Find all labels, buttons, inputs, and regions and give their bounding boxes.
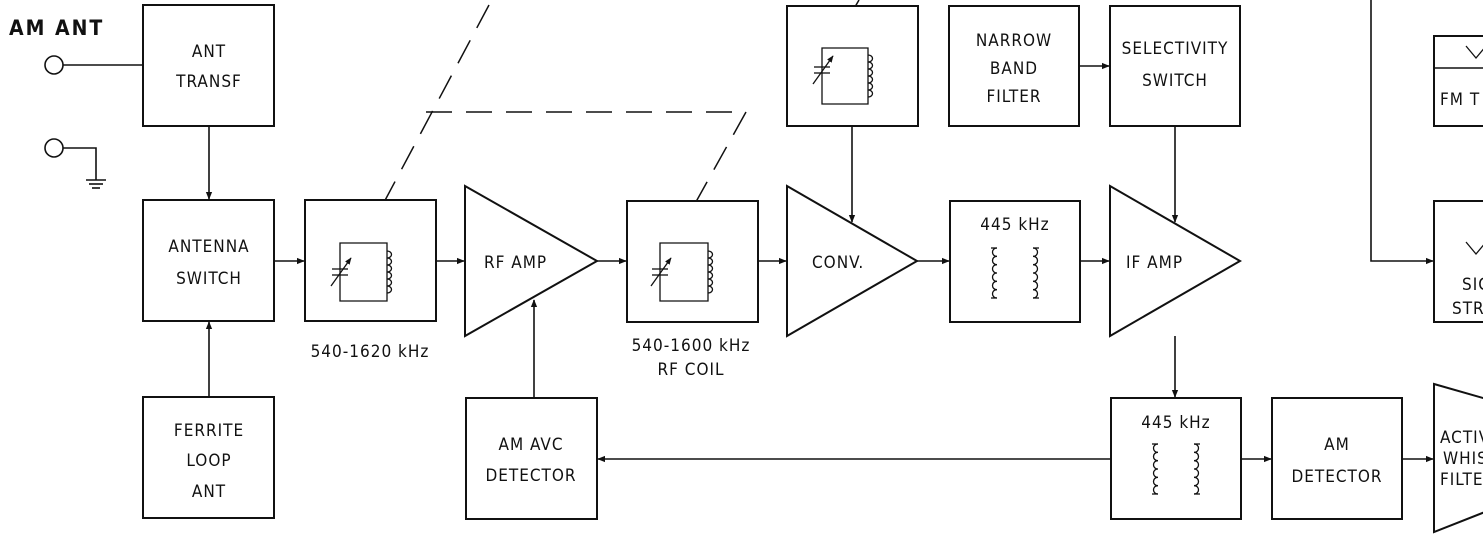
inductor-coil-icon [386,250,393,294]
rf-amp-triangle: RF AMP [464,184,600,338]
svg-text:DETECTOR: DETECTOR [1291,467,1382,487]
if-filter-upper-block: 445 kHz [949,200,1081,323]
if-filter-lower-block: 445 kHz [1110,397,1242,520]
variable-capacitor-icon [650,257,672,287]
svg-text:BAND: BAND [990,59,1038,79]
tuned-circuit-components [330,54,1200,495]
antenna-switch-block: ANTENNA SWITCH [142,199,275,322]
ant-tuning-range-label: 540-1620 kHz [311,342,430,362]
rf-coil-tuned-circuit-block [626,200,759,323]
am-detector-block: AM DETECTOR [1271,397,1403,520]
svg-text:445 kHz: 445 kHz [980,215,1049,235]
antenna-terminal-icon [44,55,64,75]
am-avc-detector-block: AM AVC DETECTOR [465,397,598,520]
svg-text:SWITCH: SWITCH [176,269,242,289]
if-amp-triangle: IF AMP [1109,184,1243,338]
rf-coil-label: RF COIL [657,360,724,380]
ferrite-loop-ant-block: FERRITE LOOP ANT [142,396,275,519]
svg-text:SIG: SIG [1462,275,1483,295]
variable-capacitor-icon [812,55,834,85]
svg-text:RF AMP: RF AMP [484,253,547,273]
ground-terminal-icon [44,138,64,158]
svg-text:FERRITE: FERRITE [174,421,244,441]
signal-strength-partial-block: SIG STR [1433,200,1483,323]
active-whistle-filter-partial-block: ACTIV WHIS FILTE [1433,382,1483,534]
inductor-coil-icon [707,250,714,294]
svg-text:AM: AM [1324,435,1350,455]
svg-text:ANT: ANT [192,42,226,62]
svg-text:AM AVC: AM AVC [498,435,563,455]
if-transformer-icon [1152,443,1159,495]
svg-text:LOOP: LOOP [186,451,231,471]
ant-transf-block: ANT TRANSF [142,4,275,127]
if-transformer-icon [991,247,998,299]
narrow-band-filter-block: NARROW BAND FILTER [948,5,1080,127]
rf-coil-range-label: 540-1600 kHz [632,336,751,356]
svg-text:ANTENNA: ANTENNA [168,237,249,257]
svg-text:NARROW: NARROW [976,31,1052,51]
oscillator-tank-block [786,5,919,127]
svg-text:FM T: FM T [1440,90,1480,110]
svg-text:STR: STR [1452,299,1483,319]
selectivity-switch-block: SELECTIVITY SWITCH [1109,5,1241,127]
svg-text:ANT: ANT [192,482,226,502]
if-transformer-icon [1193,443,1200,495]
fm-partial-block: FM T [1433,35,1483,127]
svg-text:TRANSF: TRANSF [175,72,242,92]
svg-text:FILTER: FILTER [986,87,1041,107]
signal-flow-arrows [205,0,1434,463]
svg-text:SWITCH: SWITCH [1142,71,1208,91]
if-transformer-icon [1032,247,1039,299]
svg-text:FILTE: FILTE [1440,470,1483,490]
antenna-tuned-circuit-block [304,199,437,322]
svg-text:IF AMP: IF AMP [1126,253,1183,273]
ground-icon [86,179,106,189]
svg-text:ACTIV: ACTIV [1440,428,1483,448]
svg-text:CONV.: CONV. [812,253,864,273]
svg-text:WHIS: WHIS [1443,449,1483,469]
svg-text:445 kHz: 445 kHz [1141,413,1210,433]
svg-text:SELECTIVITY: SELECTIVITY [1122,39,1229,59]
inductor-coil-icon [867,54,874,98]
conv-triangle: CONV. [786,184,920,338]
variable-capacitor-icon [330,257,352,287]
svg-text:DETECTOR: DETECTOR [485,466,576,486]
am-ant-label: AM ANT [9,16,104,40]
